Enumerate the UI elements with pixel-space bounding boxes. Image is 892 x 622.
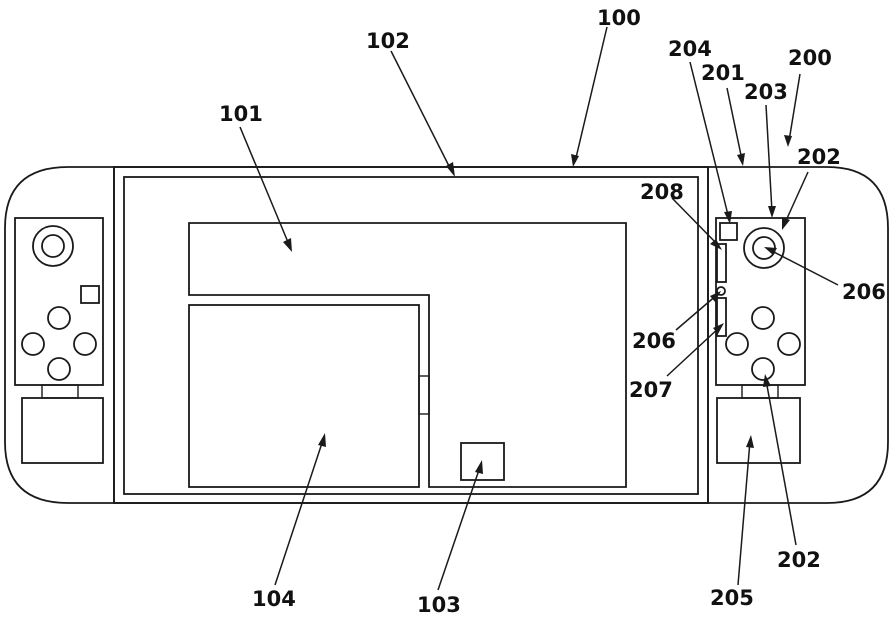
- leader-101: [240, 127, 290, 247]
- left-joystick-inner: [42, 235, 64, 257]
- right-joystick-outer: [744, 228, 784, 268]
- right-small-button-204: [720, 223, 737, 240]
- leader-206-right: [770, 250, 838, 285]
- arrowhead-201: [737, 153, 745, 166]
- label-103: 103: [417, 593, 461, 617]
- arrowhead-203: [768, 206, 776, 218]
- leader-104: [275, 440, 323, 585]
- left-lower-module: [22, 398, 103, 463]
- leader-202-top: [784, 172, 808, 225]
- right-lower-module-205: [717, 398, 800, 463]
- right-controller-panel: [716, 218, 805, 385]
- leader-204: [690, 62, 729, 219]
- board-101: [189, 223, 626, 487]
- right-button-right: [778, 333, 800, 355]
- left-button-bottom: [48, 358, 70, 380]
- label-208: 208: [640, 180, 684, 204]
- leader-201: [727, 88, 742, 160]
- main-body-frame: [114, 167, 708, 503]
- board-104: [189, 305, 419, 487]
- arrowhead-101: [283, 238, 292, 252]
- left-controller-panel: [15, 218, 103, 385]
- label-202-top: 202: [797, 145, 841, 169]
- right-button-bottom: [752, 358, 774, 380]
- arrowhead-104: [318, 433, 326, 447]
- chip-103: [461, 443, 504, 480]
- arrowhead-205: [746, 435, 754, 448]
- arrowhead-100: [571, 154, 579, 167]
- label-202-bottom: 202: [777, 548, 821, 572]
- right-button-top: [752, 307, 774, 329]
- label-101: 101: [219, 102, 263, 126]
- board-connector: [419, 376, 429, 414]
- left-button-top: [48, 307, 70, 329]
- label-100: 100: [597, 6, 641, 30]
- left-joystick-outer: [33, 226, 73, 266]
- left-button-left: [22, 333, 44, 355]
- right-connector-tab: [742, 385, 778, 398]
- right-button-left: [726, 333, 748, 355]
- label-200: 200: [788, 46, 832, 70]
- label-207: 207: [629, 378, 673, 402]
- leader-203: [766, 105, 772, 212]
- label-102: 102: [366, 29, 410, 53]
- leader-200: [789, 74, 800, 141]
- leader-208: [672, 198, 719, 246]
- leader-103: [438, 467, 480, 590]
- left-small-button: [81, 286, 99, 303]
- label-204: 204: [668, 37, 712, 61]
- left-connector-tab: [42, 385, 78, 398]
- arrowhead-202-top: [782, 217, 790, 230]
- leader-102: [391, 51, 452, 172]
- arrowhead-103: [475, 460, 483, 474]
- label-205: 205: [710, 586, 754, 610]
- leader-100: [575, 27, 607, 162]
- arrowhead-206-right: [764, 247, 777, 255]
- arrowhead-202-bottom: [763, 374, 771, 387]
- arrowhead-200: [784, 135, 792, 147]
- screen-frame-102: [124, 177, 698, 494]
- label-201: 201: [701, 61, 745, 85]
- label-206-right: 206: [842, 280, 886, 304]
- label-104: 104: [252, 587, 296, 611]
- label-203: 203: [744, 80, 788, 104]
- label-206-left: 206: [632, 329, 676, 353]
- left-button-right: [74, 333, 96, 355]
- leader-206-left: [676, 294, 718, 330]
